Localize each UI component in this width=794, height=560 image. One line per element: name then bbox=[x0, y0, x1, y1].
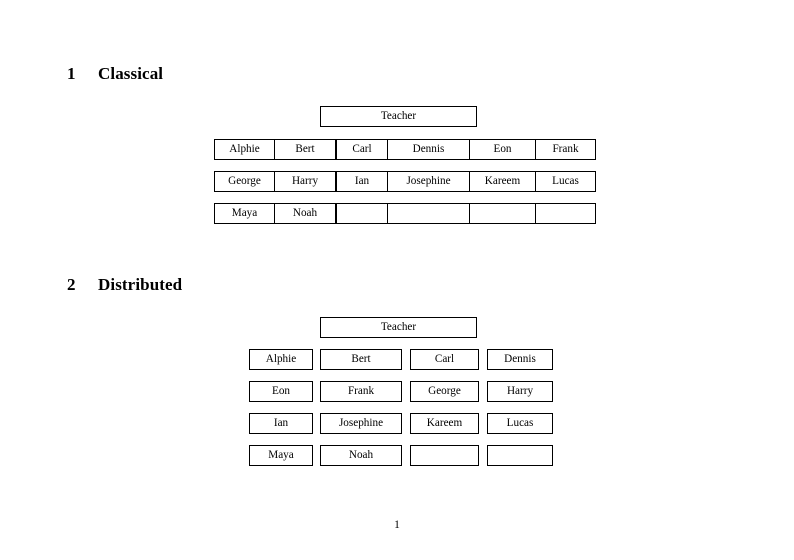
table-row: George Harry bbox=[214, 171, 336, 192]
student-cell: Frank bbox=[320, 381, 402, 402]
table-row: Teacher bbox=[320, 317, 477, 338]
distributed-teacher-box: Teacher bbox=[320, 317, 477, 338]
student-cell: Josephine bbox=[387, 171, 470, 192]
distributed-col-1-row-1: Alphie bbox=[249, 349, 313, 370]
page-number: 1 bbox=[394, 519, 400, 531]
distributed-col-2-row-4: Noah bbox=[320, 445, 402, 466]
classical-group-1-row-3: Maya Noah bbox=[214, 203, 336, 224]
table-row bbox=[410, 445, 479, 466]
distributed-col-2-row-1: Bert bbox=[320, 349, 402, 370]
student-cell: George bbox=[214, 171, 275, 192]
table-row: Eon bbox=[249, 381, 313, 402]
distributed-col-2-row-3: Josephine bbox=[320, 413, 402, 434]
student-cell: Eon bbox=[249, 381, 313, 402]
student-cell: Alphie bbox=[214, 139, 275, 160]
table-row: Kareem Lucas bbox=[469, 171, 596, 192]
classical-group-2-row-3 bbox=[336, 203, 470, 224]
student-cell: George bbox=[410, 381, 479, 402]
section-number: 2 bbox=[67, 275, 76, 294]
table-row: Eon Frank bbox=[469, 139, 596, 160]
table-row: Lucas bbox=[487, 413, 553, 434]
table-row: Noah bbox=[320, 445, 402, 466]
distributed-col-1-row-4: Maya bbox=[249, 445, 313, 466]
section-heading-classical: 1 Classical bbox=[67, 65, 163, 82]
distributed-col-3-row-1: Carl bbox=[410, 349, 479, 370]
table-row: George bbox=[410, 381, 479, 402]
teacher-cell: Teacher bbox=[320, 317, 477, 338]
classical-group-3-row-2: Kareem Lucas bbox=[469, 171, 596, 192]
student-cell: Noah bbox=[274, 203, 336, 224]
table-row: Ian bbox=[249, 413, 313, 434]
student-cell-empty bbox=[410, 445, 479, 466]
student-cell: Kareem bbox=[469, 171, 536, 192]
classical-group-1-row-2: George Harry bbox=[214, 171, 336, 192]
distributed-col-4-row-2: Harry bbox=[487, 381, 553, 402]
classical-teacher-box: Teacher bbox=[320, 106, 477, 127]
section-heading-distributed: 2 Distributed bbox=[67, 276, 182, 293]
student-cell: Dennis bbox=[487, 349, 553, 370]
student-cell-empty bbox=[535, 203, 596, 224]
section-number: 1 bbox=[67, 64, 76, 83]
table-row: Alphie bbox=[249, 349, 313, 370]
classical-group-3-row-1: Eon Frank bbox=[469, 139, 596, 160]
student-cell: Kareem bbox=[410, 413, 479, 434]
table-row: Maya Noah bbox=[214, 203, 336, 224]
table-row: Dennis bbox=[487, 349, 553, 370]
distributed-col-3-row-3: Kareem bbox=[410, 413, 479, 434]
table-row: Josephine bbox=[320, 413, 402, 434]
student-cell: Frank bbox=[535, 139, 596, 160]
student-cell-empty bbox=[387, 203, 470, 224]
section-title: Distributed bbox=[98, 275, 183, 294]
student-cell: Eon bbox=[469, 139, 536, 160]
student-cell: Harry bbox=[274, 171, 336, 192]
table-row: Frank bbox=[320, 381, 402, 402]
table-row bbox=[487, 445, 553, 466]
student-cell: Bert bbox=[320, 349, 402, 370]
table-row: Carl Dennis bbox=[336, 139, 470, 160]
student-cell: Harry bbox=[487, 381, 553, 402]
table-row: Harry bbox=[487, 381, 553, 402]
table-row: Kareem bbox=[410, 413, 479, 434]
student-cell: Maya bbox=[249, 445, 313, 466]
student-cell-empty bbox=[469, 203, 536, 224]
student-cell: Josephine bbox=[320, 413, 402, 434]
table-row: Ian Josephine bbox=[336, 171, 470, 192]
distributed-col-2-row-2: Frank bbox=[320, 381, 402, 402]
student-cell: Ian bbox=[336, 171, 388, 192]
table-row: Maya bbox=[249, 445, 313, 466]
distributed-col-4-row-4 bbox=[487, 445, 553, 466]
teacher-cell: Teacher bbox=[320, 106, 477, 127]
student-cell-empty bbox=[487, 445, 553, 466]
student-cell: Maya bbox=[214, 203, 275, 224]
distributed-col-1-row-2: Eon bbox=[249, 381, 313, 402]
table-row: Bert bbox=[320, 349, 402, 370]
classical-group-1-row-1: Alphie Bert bbox=[214, 139, 336, 160]
table-row: Teacher bbox=[320, 106, 477, 127]
table-row bbox=[336, 203, 470, 224]
table-row: Alphie Bert bbox=[214, 139, 336, 160]
student-cell: Noah bbox=[320, 445, 402, 466]
student-cell: Alphie bbox=[249, 349, 313, 370]
student-cell: Dennis bbox=[387, 139, 470, 160]
classical-group-2-row-2: Ian Josephine bbox=[336, 171, 470, 192]
student-cell: Lucas bbox=[535, 171, 596, 192]
student-cell: Bert bbox=[274, 139, 336, 160]
distributed-col-1-row-3: Ian bbox=[249, 413, 313, 434]
table-row: Carl bbox=[410, 349, 479, 370]
student-cell-empty bbox=[336, 203, 388, 224]
distributed-col-4-row-3: Lucas bbox=[487, 413, 553, 434]
student-cell: Carl bbox=[410, 349, 479, 370]
student-cell: Carl bbox=[336, 139, 388, 160]
distributed-col-4-row-1: Dennis bbox=[487, 349, 553, 370]
student-cell: Lucas bbox=[487, 413, 553, 434]
classical-group-3-row-3 bbox=[469, 203, 596, 224]
classical-group-2-row-1: Carl Dennis bbox=[336, 139, 470, 160]
section-title: Classical bbox=[98, 64, 164, 83]
student-cell: Ian bbox=[249, 413, 313, 434]
distributed-col-3-row-2: George bbox=[410, 381, 479, 402]
distributed-col-3-row-4 bbox=[410, 445, 479, 466]
table-row bbox=[469, 203, 596, 224]
